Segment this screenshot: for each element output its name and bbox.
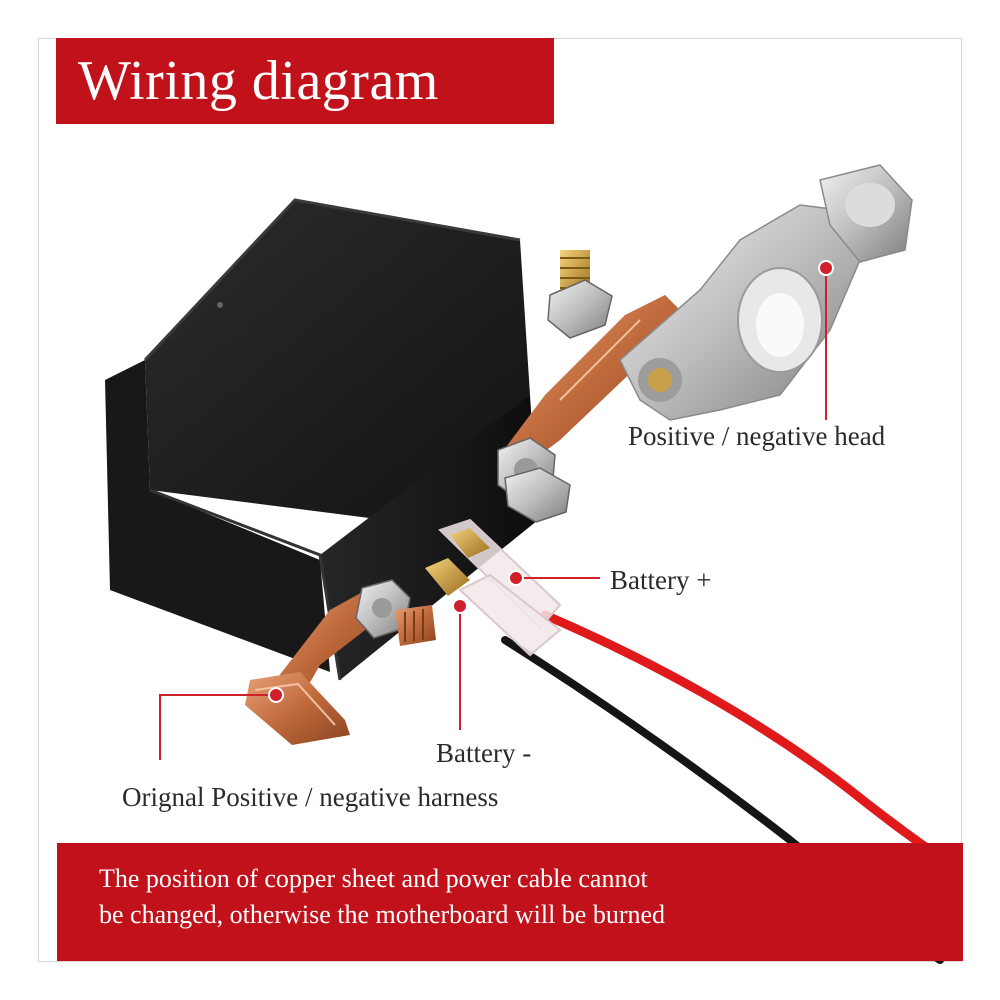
diagram-title: Wiring diagram bbox=[78, 50, 439, 112]
title-banner: Wiring diagram bbox=[56, 38, 554, 124]
original-harness-label: Orignal Positive / negative harness bbox=[122, 782, 499, 812]
warning-note-line-1: The position of copper sheet and power c… bbox=[99, 864, 648, 893]
relay-body bbox=[105, 198, 538, 681]
warning-note: The position of copper sheet and power c… bbox=[57, 843, 963, 961]
left-terminal-nut bbox=[355, 579, 436, 646]
head-copper-strap bbox=[500, 295, 680, 470]
strap-bolt bbox=[547, 250, 613, 339]
positive-negative-head-label: Positive / negative head bbox=[628, 421, 886, 451]
warning-note-line-2: be changed, otherwise the motherboard wi… bbox=[99, 900, 666, 929]
battery-plus-label: Battery + bbox=[610, 565, 712, 595]
battery-minus-connector bbox=[425, 558, 562, 657]
battery-clamp bbox=[619, 164, 913, 421]
red-wire bbox=[540, 610, 963, 875]
battery-minus-label: Battery - bbox=[436, 738, 532, 768]
right-terminal-nut bbox=[497, 437, 571, 523]
leader-dots bbox=[268, 260, 834, 703]
leader-lines bbox=[159, 268, 827, 760]
